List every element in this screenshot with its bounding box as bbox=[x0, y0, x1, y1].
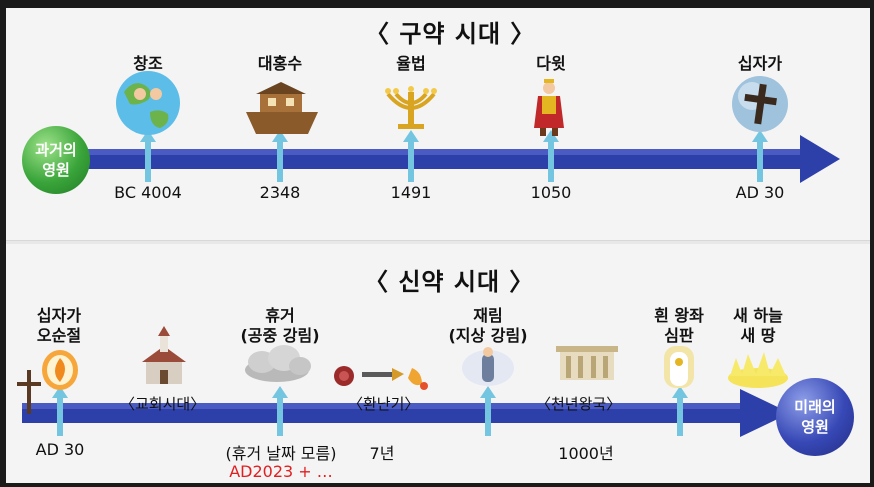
connector-david bbox=[543, 130, 559, 182]
event-label-cross: 십자가 bbox=[737, 54, 783, 73]
pentecost-flame-icon bbox=[42, 350, 78, 390]
temple-icon bbox=[556, 346, 618, 380]
connector-rapture bbox=[272, 386, 288, 436]
event-year-flood: 2348 bbox=[259, 183, 301, 202]
connector-second-coming bbox=[480, 386, 496, 436]
old-connectors bbox=[140, 130, 768, 182]
period-duration-millennium: 1000년 bbox=[558, 444, 614, 463]
event-label-creation: 창조 bbox=[133, 54, 163, 73]
noahs-ark-icon bbox=[246, 82, 318, 134]
small-cross-icon bbox=[17, 370, 41, 414]
tribulation-icons bbox=[334, 366, 428, 390]
event-year-rapture: (휴거 날짜 모름) bbox=[225, 444, 337, 463]
event-label-flood: 대홍수 bbox=[257, 54, 303, 73]
white-throne-icon bbox=[664, 346, 694, 388]
second-coming-icon bbox=[462, 347, 514, 386]
frame-right bbox=[870, 0, 874, 487]
event-label-pentecost: 십자가 오순절 bbox=[36, 306, 82, 345]
menorah-icon bbox=[385, 86, 437, 129]
connector-creation bbox=[140, 130, 156, 182]
frame-left bbox=[0, 0, 6, 487]
connector-flood bbox=[272, 130, 288, 182]
king-david-icon bbox=[534, 79, 564, 136]
connector-cross bbox=[752, 130, 768, 182]
event-label-law: 율법 bbox=[396, 54, 426, 73]
past-eternity-label: 과거의 영원 bbox=[35, 141, 77, 179]
new-heaven-icon bbox=[728, 352, 788, 388]
frame-top bbox=[0, 0, 874, 8]
new-connectors bbox=[52, 386, 688, 436]
new-testament-title: 〈 신약 시대 〉 bbox=[364, 268, 535, 296]
event-label-second-coming: 재림 (지상 강림) bbox=[448, 306, 528, 345]
future-eternity-label: 미래의 영원 bbox=[794, 398, 836, 436]
event-label-white-throne: 흰 왕좌 심판 bbox=[654, 306, 704, 345]
old-timeline-arrow bbox=[70, 135, 840, 183]
event-label-rapture: 휴거 (공중 강림) bbox=[240, 306, 320, 345]
rapture-date-note: AD2023 + … bbox=[229, 462, 333, 481]
event-year-law: 1491 bbox=[390, 183, 432, 202]
cross-orb-icon bbox=[732, 76, 788, 132]
past-eternity-circle: 과거의 영원 bbox=[22, 126, 90, 194]
cloud-icon bbox=[245, 345, 311, 382]
connector-judgment bbox=[672, 386, 688, 436]
event-year-cross: AD 30 bbox=[735, 183, 785, 202]
event-label-david: 다윗 bbox=[536, 54, 566, 73]
event-year-david: 1050 bbox=[530, 183, 572, 202]
new-timeline-arrow bbox=[22, 389, 790, 437]
period-duration-tribulation: 7년 bbox=[369, 444, 395, 463]
section-divider bbox=[6, 240, 870, 244]
period-label-millennium: 〈천년왕국〉 bbox=[536, 395, 622, 413]
connector-pentecost bbox=[52, 386, 68, 436]
connector-law bbox=[403, 130, 419, 182]
church-icon bbox=[142, 326, 186, 384]
period-label-church-age: 〈교회시대〉 bbox=[120, 395, 206, 413]
globe-creation-icon bbox=[116, 71, 180, 135]
old-testament-title: 〈 구약 시대 〉 bbox=[365, 20, 536, 48]
period-label-tribulation: 〈환난기〉 bbox=[348, 395, 420, 413]
event-year-creation: BC 4004 bbox=[114, 183, 182, 202]
event-label-new-heaven: 새 하늘 새 땅 bbox=[733, 306, 783, 345]
future-eternity-circle: 미래의 영원 bbox=[776, 378, 854, 456]
event-year-pentecost: AD 30 bbox=[35, 440, 85, 459]
frame-bottom bbox=[0, 483, 874, 487]
